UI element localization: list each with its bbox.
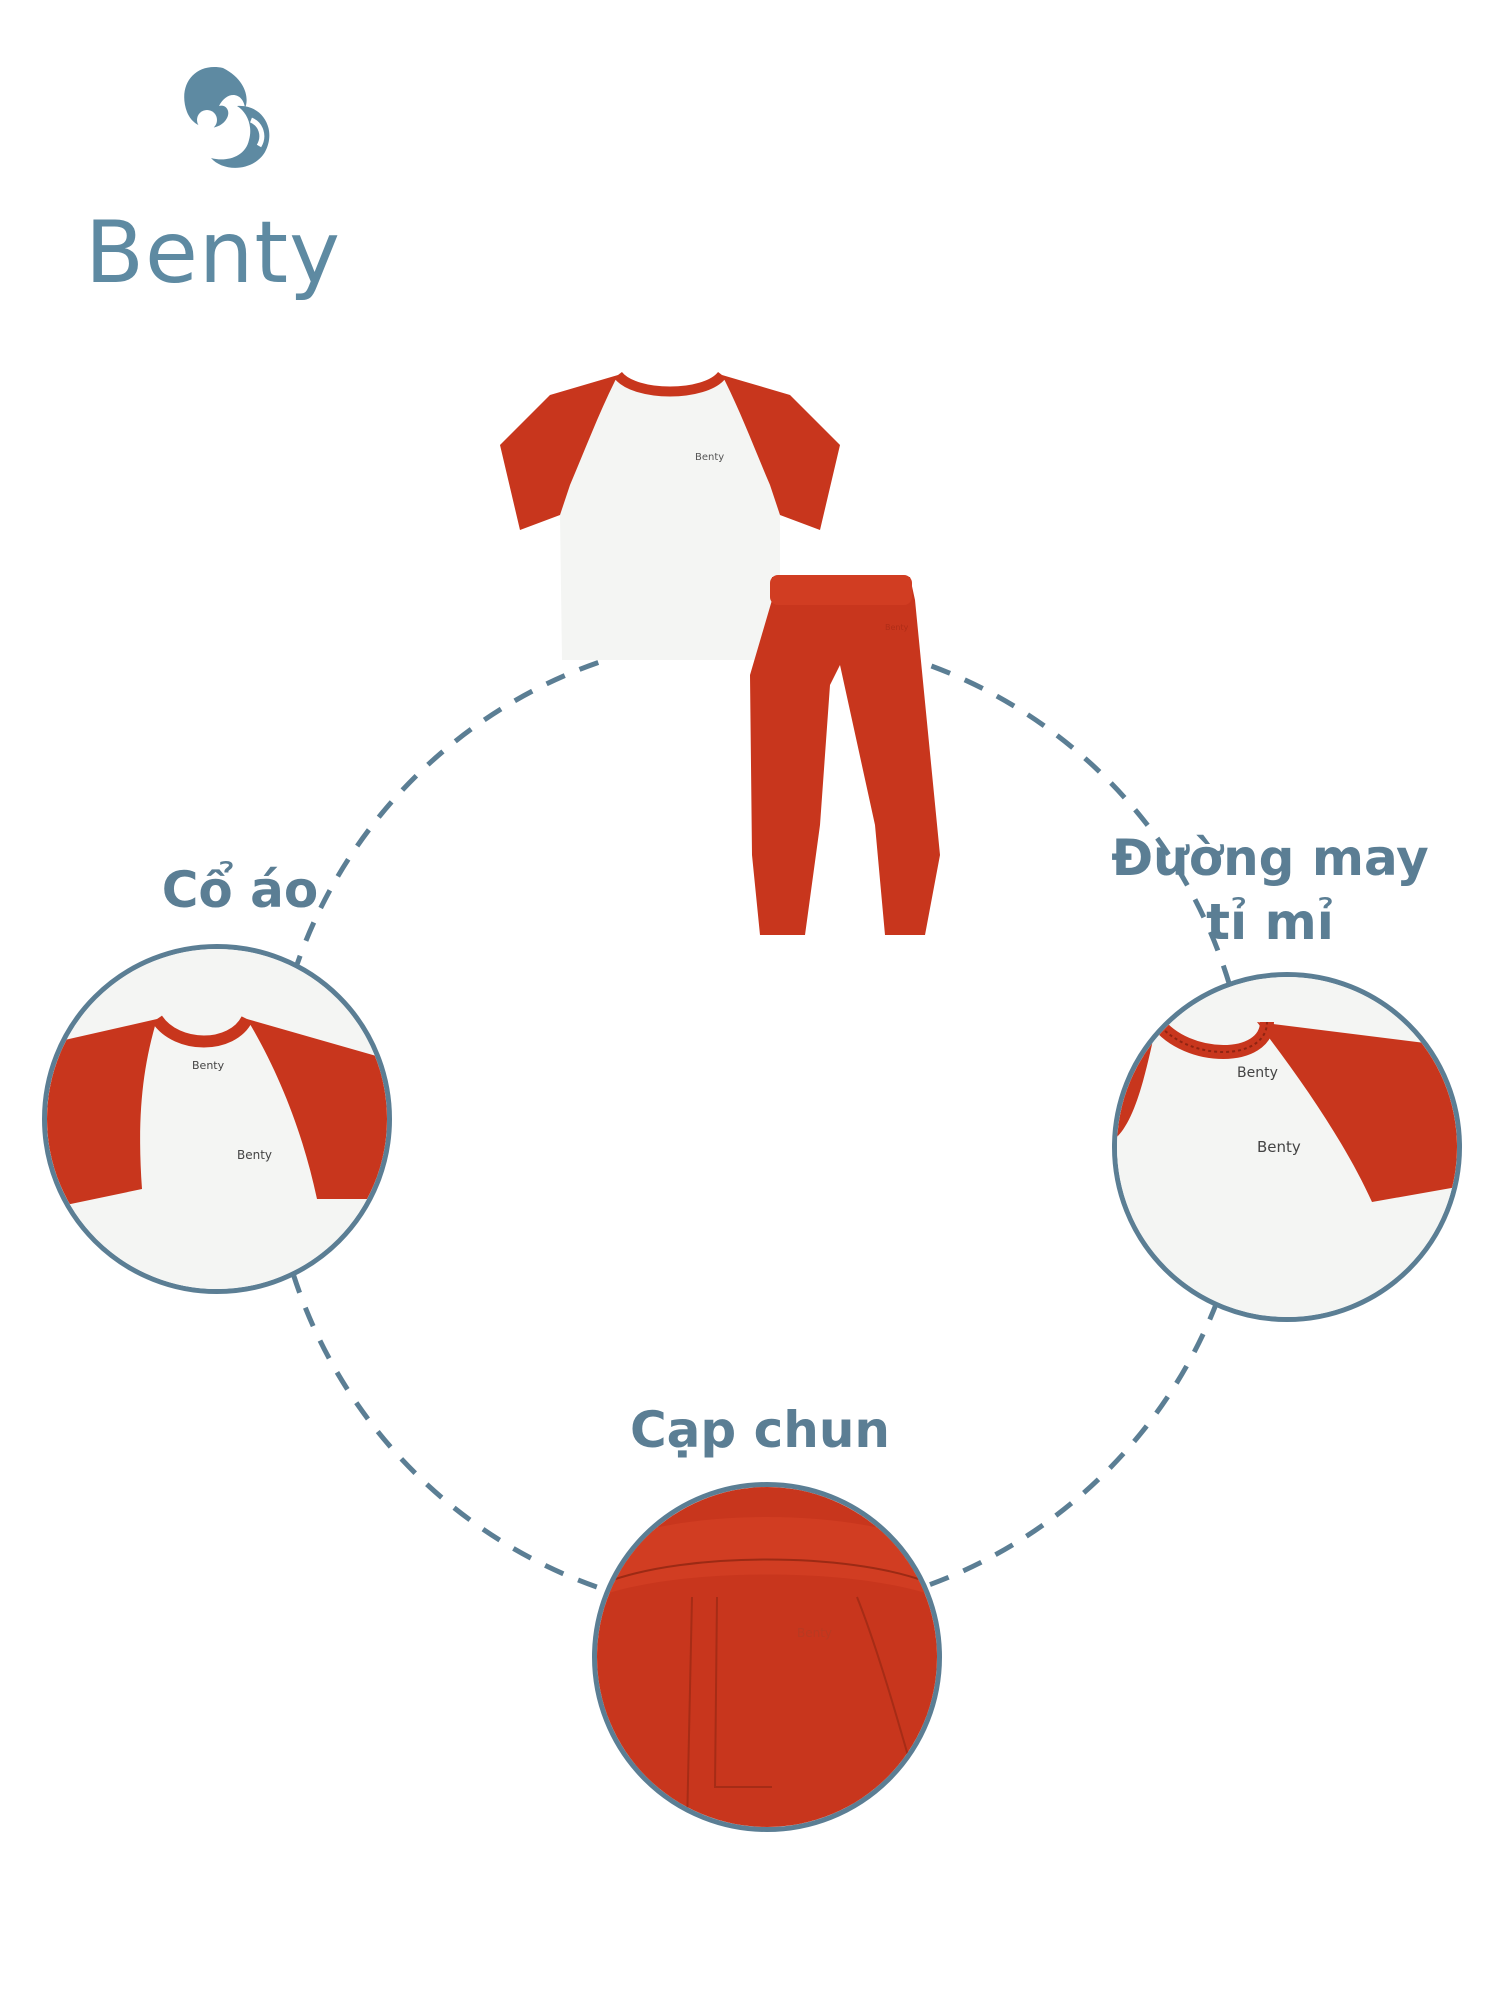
collar-detail-circle: Benty Benty <box>42 944 392 1294</box>
pants-label: Benty <box>885 623 909 632</box>
tshirt-label: Benty <box>695 452 724 463</box>
svg-text:Benty: Benty <box>237 1148 272 1162</box>
waistband-caption-text: Cạp chun <box>629 1401 891 1459</box>
stitching-closeup-image: Benty Benty <box>1117 977 1457 1317</box>
product-set-image: Benty Benty <box>500 371 940 935</box>
collar-caption: Cổ áo <box>90 858 390 922</box>
tshirt: Benty <box>500 371 840 660</box>
waistband-closeup-image: Benty <box>597 1487 937 1827</box>
svg-text:Benty: Benty <box>797 1626 832 1640</box>
waistband-detail-circle: Benty <box>592 1482 942 1832</box>
svg-text:Benty: Benty <box>192 1059 225 1072</box>
stitching-caption: Đường may tỉ mỉ <box>1040 826 1500 954</box>
collar-caption-text: Cổ áo <box>161 861 319 919</box>
pants: Benty <box>750 575 940 935</box>
stitching-caption-line2: tỉ mỉ <box>1206 893 1334 951</box>
baby-swirl-logo-icon <box>184 67 270 168</box>
svg-text:Benty: Benty <box>1257 1138 1301 1156</box>
stitching-caption-line1: Đường may <box>1111 829 1429 887</box>
stitching-detail-circle: Benty Benty <box>1112 972 1462 1322</box>
brand-logo: Benty <box>85 60 365 296</box>
waistband-caption: Cạp chun <box>590 1398 930 1462</box>
svg-text:Benty: Benty <box>1237 1065 1278 1081</box>
collar-closeup-image: Benty Benty <box>47 949 387 1289</box>
brand-name: Benty <box>85 203 342 303</box>
